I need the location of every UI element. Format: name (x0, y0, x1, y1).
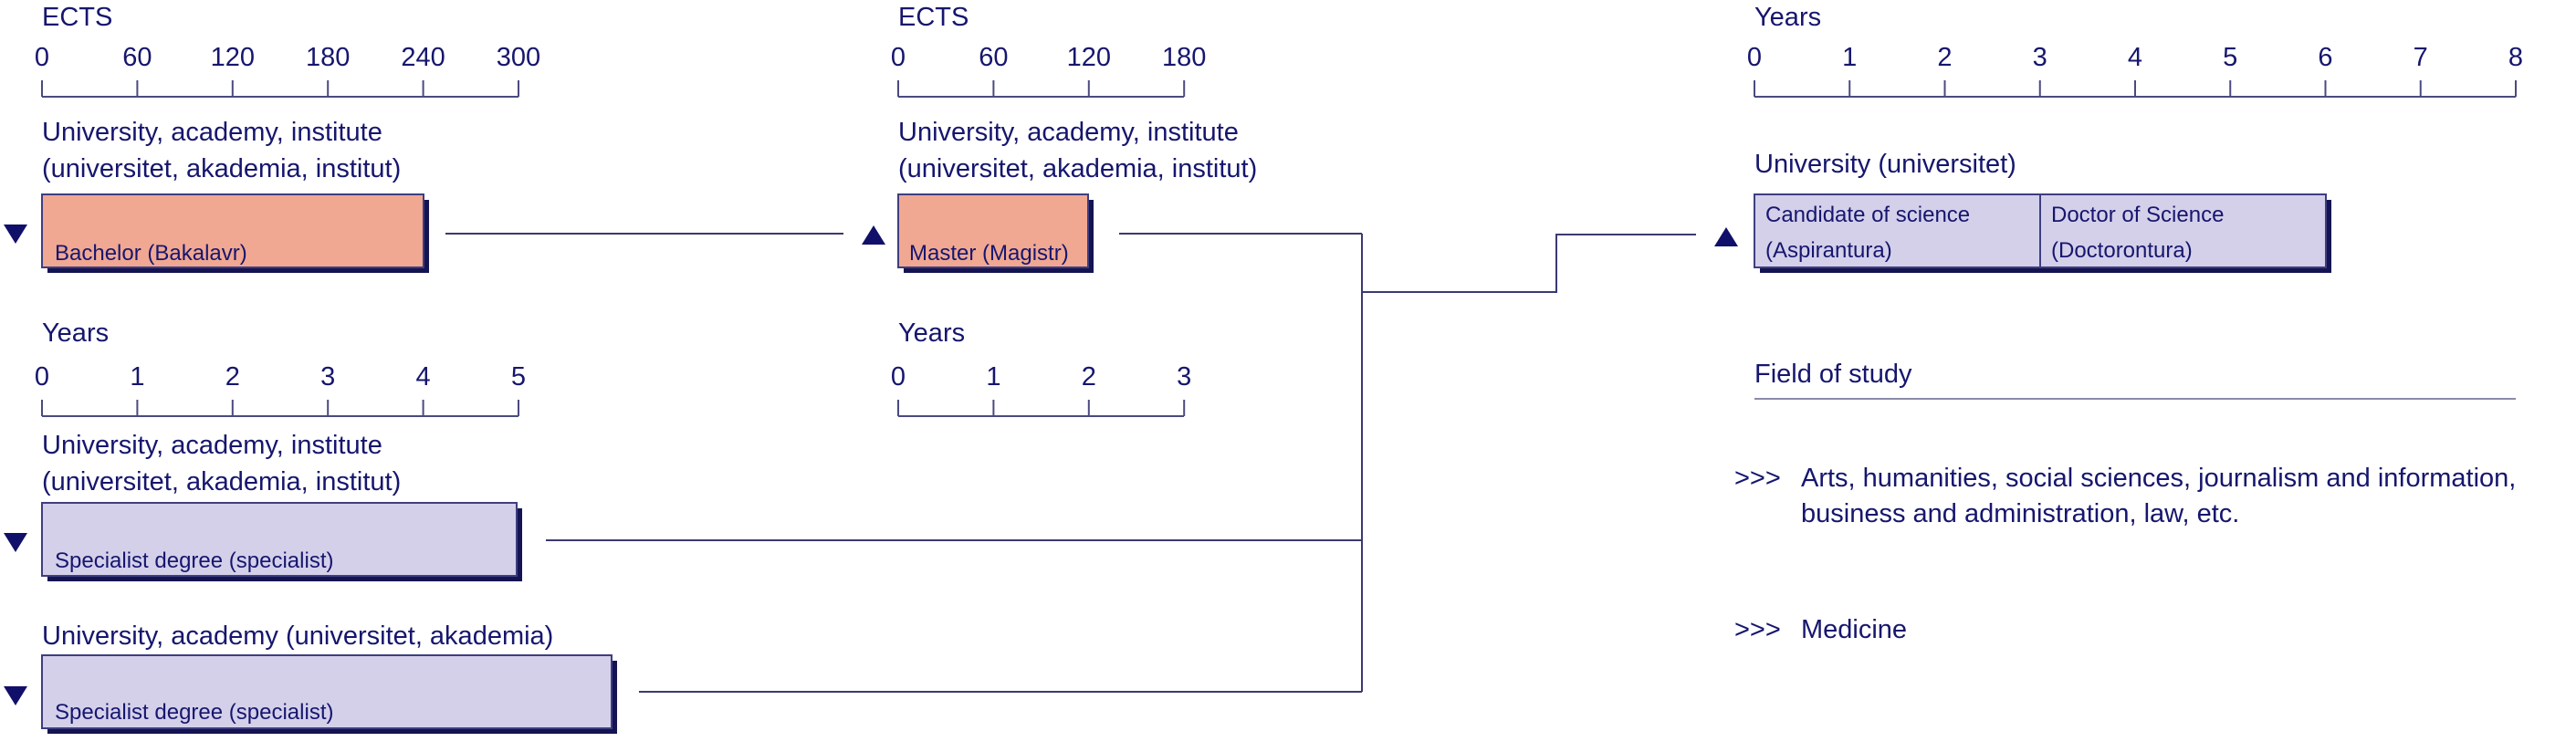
connector-lines (445, 233, 1696, 693)
tick-label: 3 (2033, 43, 2047, 72)
scale-ects-master: ECTS 0 60 120 180 (891, 3, 1206, 98)
tick-label: 1 (130, 362, 144, 392)
tick-label: 1 (1842, 43, 1857, 72)
institution-label-line2: (universitet, akademia, institut) (42, 467, 401, 496)
legend-item-general-line1: Arts, humanities, social sciences, journ… (1801, 464, 2516, 493)
doctor-label-line2: (Doctorontura) (2051, 238, 2193, 263)
specialist-general-block: University, academy, institute (universi… (4, 431, 522, 581)
tick-label: 0 (891, 43, 906, 72)
tick-label: 2 (1937, 43, 1952, 72)
scale-years-master: Years 0 1 2 3 (891, 319, 1191, 417)
candidate-label-line2: (Aspirantura) (1765, 238, 1892, 263)
institution-label-line1: University, academy, institute (898, 118, 1239, 147)
tick-label: 7 (2414, 43, 2428, 72)
tick-label: 4 (2128, 43, 2142, 72)
legend-item-general-line2: business and administration, law, etc. (1801, 499, 2239, 528)
institution-label-line2: (universitet, akademia, institut) (42, 154, 401, 183)
tick-label: 3 (320, 362, 335, 392)
scale-title: ECTS (898, 3, 969, 32)
down-triangle-icon (4, 533, 27, 552)
tick-label: 180 (1162, 43, 1206, 72)
legend-item-medicine: Medicine (1801, 615, 1907, 644)
legend-title: Field of study (1754, 360, 1912, 389)
specialist-medicine-label: Specialist degree (specialist) (55, 700, 333, 725)
specialist-medicine-block: University, academy (universitet, akadem… (4, 621, 617, 734)
tick-label: 2 (1082, 362, 1096, 392)
tick-label: 6 (2318, 43, 2332, 72)
tick-label: 120 (1067, 43, 1111, 72)
scale-title: Years (42, 319, 109, 348)
tick-label: 180 (306, 43, 350, 72)
bachelor-label: Bachelor (Bakalavr) (55, 241, 247, 266)
down-triangle-icon (4, 225, 27, 244)
master-block: University, academy, institute (universi… (862, 118, 1257, 273)
institution-label-line1: University, academy, institute (42, 431, 382, 460)
candidate-label-line1: Candidate of science (1765, 203, 1970, 227)
tick-label: 300 (497, 43, 540, 72)
tick-label: 0 (35, 43, 49, 72)
up-triangle-icon (862, 225, 885, 245)
bachelor-block: University, academy, institute (universi… (4, 118, 429, 273)
scale-years-doctoral: Years 0 1 2 3 4 5 6 7 8 (1747, 3, 2523, 98)
scale-ects-bachelor: ECTS 0 60 120 180 240 300 (35, 3, 540, 98)
master-label: Master (Magistr) (909, 241, 1069, 266)
up-triangle-icon (1714, 227, 1738, 246)
tick-label: 60 (122, 43, 152, 72)
institution-label: University (universitet) (1754, 150, 2016, 179)
down-triangle-icon (4, 686, 27, 705)
specialist-general-label: Specialist degree (specialist) (55, 548, 333, 573)
master-box[interactable] (897, 193, 1089, 268)
institution-label: University, academy (universitet, akadem… (42, 621, 553, 651)
institution-label-line1: University, academy, institute (42, 118, 382, 147)
tick-label: 240 (401, 43, 445, 72)
legend-marker: >>> (1734, 464, 1781, 493)
institution-label-line2: (universitet, akademia, institut) (898, 154, 1257, 183)
tick-label: 5 (511, 362, 526, 392)
tick-label: 0 (891, 362, 906, 392)
tick-label: 3 (1177, 362, 1191, 392)
tick-label: 8 (2508, 43, 2523, 72)
tick-label: 0 (1747, 43, 1762, 72)
bachelor-box[interactable] (41, 193, 424, 268)
scale-title: ECTS (42, 3, 112, 32)
doctor-label-line1: Doctor of Science (2051, 203, 2224, 227)
candidate-box[interactable] (1754, 193, 2041, 268)
doctor-box[interactable] (2039, 193, 2327, 268)
tick-label: 5 (2223, 43, 2237, 72)
tick-label: 4 (416, 362, 431, 392)
specialist-general-box[interactable] (41, 502, 518, 577)
specialist-medicine-box[interactable] (41, 654, 613, 729)
scale-title: Years (1754, 3, 1821, 32)
legend-marker: >>> (1734, 615, 1781, 644)
tick-label: 0 (35, 362, 49, 392)
field-of-study-legend: Field of study >>> Arts, humanities, soc… (1734, 360, 2516, 644)
doctoral-block: University (universitet) Candidate of sc… (1714, 150, 2331, 273)
scale-years-specialist: Years 0 1 2 3 4 5 (35, 319, 526, 417)
scale-title: Years (898, 319, 965, 348)
tick-label: 60 (979, 43, 1008, 72)
tick-label: 2 (225, 362, 240, 392)
tick-label: 120 (211, 43, 255, 72)
tick-label: 1 (986, 362, 1000, 392)
